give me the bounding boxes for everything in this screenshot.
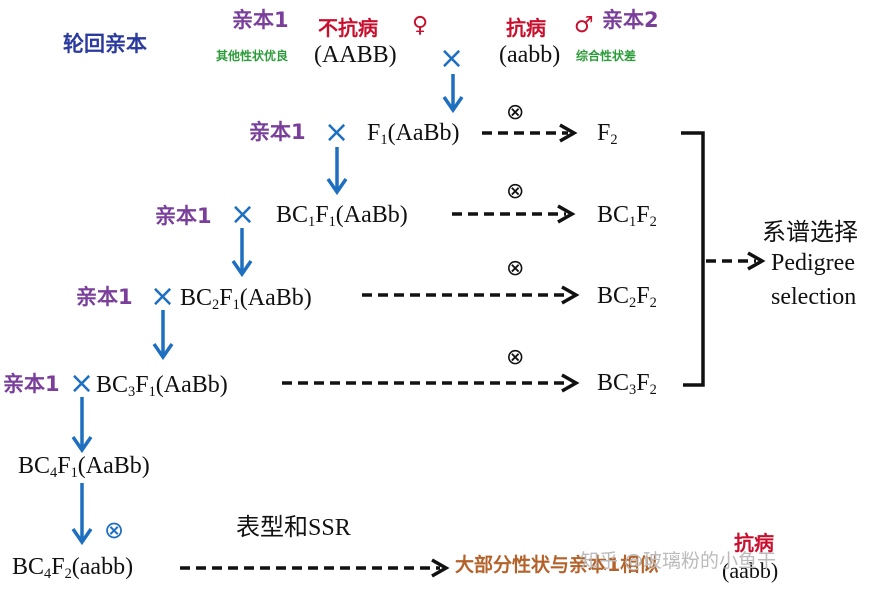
cross-symbol: × — [439, 41, 465, 76]
watermark: 知乎 @玻璃粉的小鱼干 — [580, 550, 777, 572]
generation-bc4f2: BC4F2(aabb) — [12, 554, 134, 583]
generation-f1: F1(AaBb) — [367, 120, 460, 149]
selection-bracket — [681, 131, 705, 387]
phenotype-ssr-label: 表型和SSR — [236, 515, 351, 541]
selfed-f2: F2 — [597, 120, 618, 149]
blue-down-arrows — [71, 74, 464, 546]
self-symbol: ⊗ — [506, 256, 525, 281]
scheme-title: 轮回亲本 — [63, 32, 147, 56]
cross-symbol: × — [324, 115, 350, 150]
generation-bc4f1: BC4F1(AaBb) — [18, 453, 150, 482]
recurrent-parent-label: 亲本1 — [249, 120, 306, 144]
parent1-label: 亲本1 — [232, 8, 289, 32]
selection-label-cn: 系谱选择 — [762, 220, 858, 246]
self-symbol: ⊗ — [506, 179, 525, 204]
cross-symbol: × — [230, 197, 256, 232]
female-symbol: ♀ — [412, 13, 429, 38]
cross-symbol: × — [69, 366, 95, 401]
dashed-arrows — [180, 123, 766, 578]
parent2-trait: 抗病 — [506, 16, 546, 40]
parent2-genotype: (aabb) — [499, 42, 561, 68]
parent1-note: 其他性状优良 — [216, 49, 289, 63]
result-genotype: (aabb) — [722, 558, 779, 583]
selection-label-en2: selection — [771, 284, 857, 310]
parent2-note: 综合性状差 — [576, 49, 637, 63]
cross-symbol: × — [150, 279, 176, 314]
self-symbol: ⊗ — [506, 345, 525, 370]
recurrent-parent-label: 亲本1 — [155, 204, 212, 228]
recurrent-parent-label: 亲本1 — [76, 285, 133, 309]
generation-bc1f1: BC1F1(AaBb) — [276, 202, 408, 231]
selfed-bc3f2: BC3F2 — [597, 370, 657, 399]
parent1-trait: 不抗病 — [318, 16, 378, 40]
parent1-genotype: (AABB) — [314, 42, 397, 68]
generation-bc3f1: BC3F1(AaBb) — [96, 372, 228, 401]
result-trait: 抗病 — [734, 531, 774, 555]
male-symbol: ♂ — [574, 13, 594, 38]
generation-bc2f1: BC2F1(AaBb) — [180, 285, 312, 314]
selection-label-en1: Pedigree — [771, 250, 855, 276]
result-text: 大部分性状与亲本1相似 — [455, 554, 659, 576]
recurrent-parent-label: 亲本1 — [3, 372, 60, 396]
selfed-bc2f2: BC2F2 — [597, 283, 657, 312]
parent2-label: 亲本2 — [602, 8, 659, 32]
selfed-bc1f2: BC1F2 — [597, 202, 657, 231]
self-symbol: ⊗ — [506, 100, 525, 125]
self-symbol: ⊗ — [104, 516, 125, 544]
